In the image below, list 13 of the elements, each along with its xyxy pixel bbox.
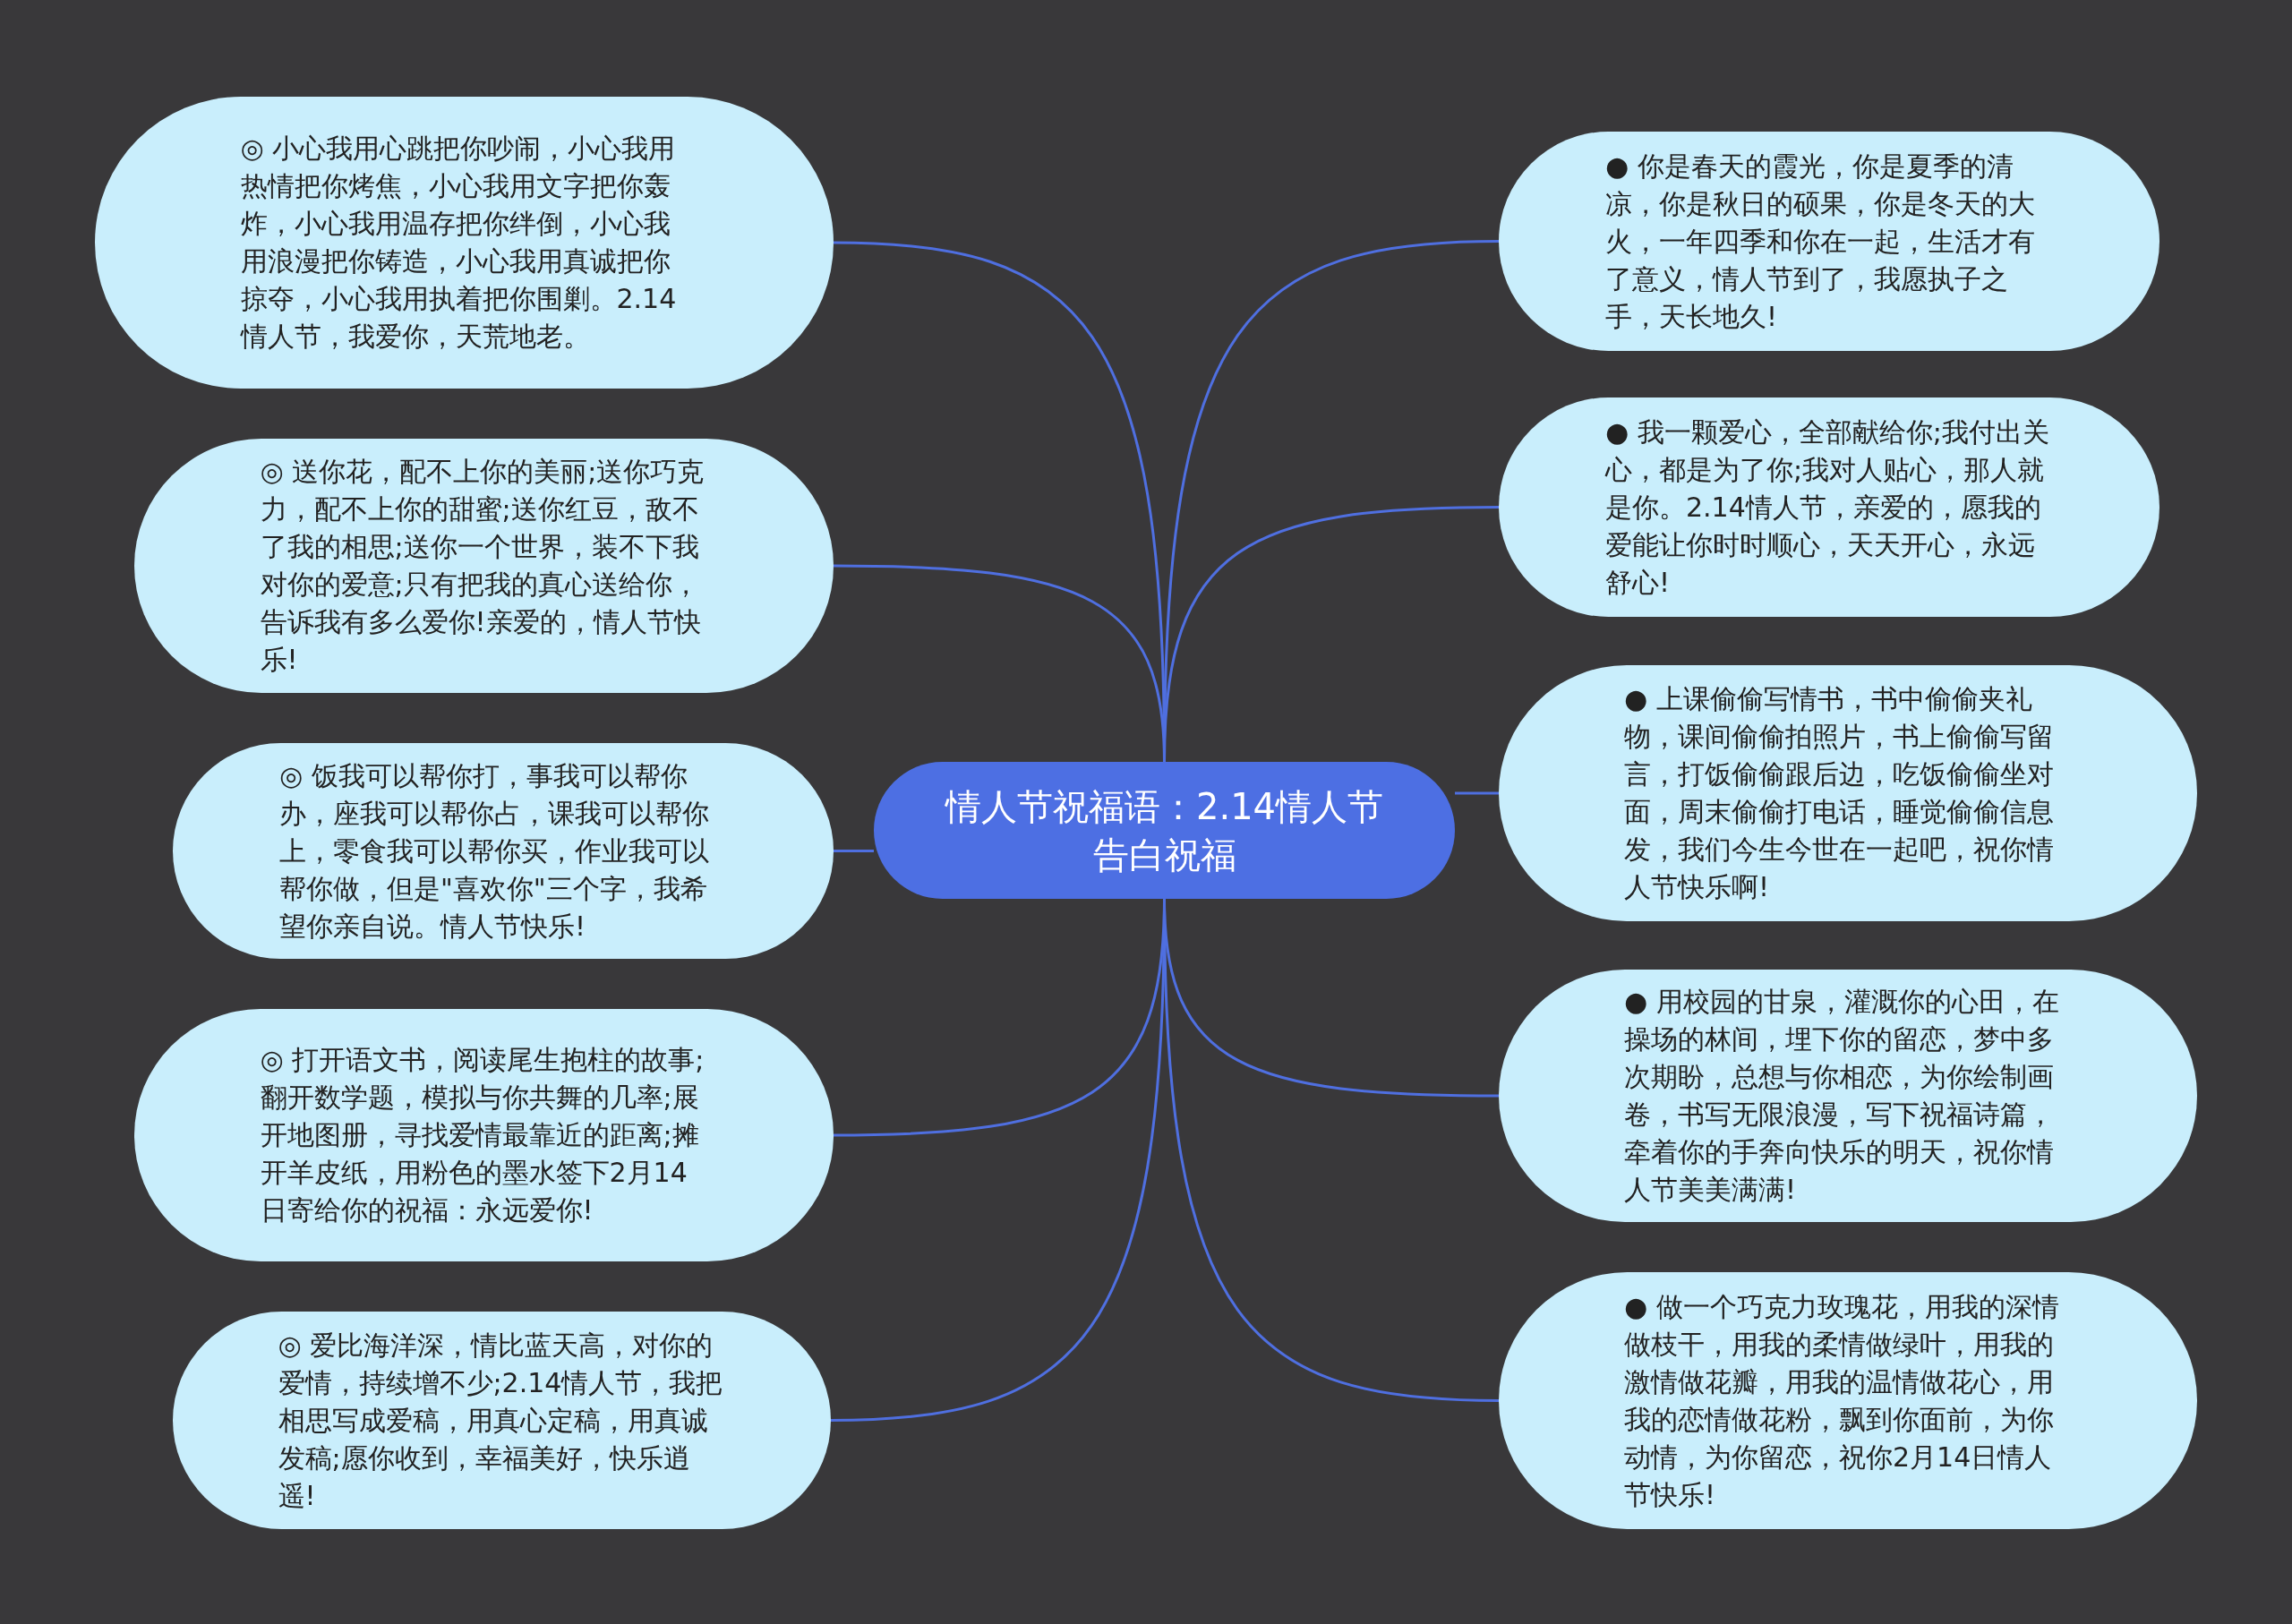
text-bubble: ● 用校园的甘泉，灌溉你的心田，在操场的林间，埋下你的留恋，梦中多次期盼，总想与你相恋，为你绘制画卷，书写无限浪漫，写下祝福诗篇，牵着你的手奔向快乐的明天，祝你情人节美美满满! (1499, 970, 2197, 1222)
text-bubble: ◎ 送你花，配不上你的美丽;送你巧克力，配不上你的甜蜜;送你红豆，敌不了我的相思;送你一个世界，装不下我对你的爱意;只有把我的真心送给你，告诉我有多么爱你!亲爱的，情人节快乐! (134, 439, 834, 693)
text-bubble: ◎ 打开语文书，阅读尾生抱柱的故事;翻开数学题，模拟与你共舞的几率;展开地图册，寻找爱情最靠近的距离;摊开羊皮纸，用粉色的墨水签下2月14日寄给你的祝福：永远爱你! (134, 1009, 834, 1261)
text-bubble: ◎ 小心我用心跳把你吵闹，小心我用热情把你烤焦，小心我用文字把你轰炸，小心我用温存把你绊倒，小心我用浪漫把你铸造，小心我用真诚把你掠夺，小心我用执着把你围剿。2.14情人节，我爱你，天荒地老。 (95, 97, 834, 389)
text-bubble: ● 你是春天的霞光，你是夏季的清凉，你是秋日的硕果，你是冬天的大火，一年四季和你在一起，生活才有了意义，情人节到了，我愿执子之手，天长地久! (1499, 132, 2159, 351)
text-bubble: ● 上课偷偷写情书，书中偷偷夹礼物，课间偷偷拍照片，书上偷偷写留言，打饭偷偷跟后边，吃饭偷偷坐对面，周末偷偷打电话，睡觉偷偷信息发，我们今生今世在一起吧，祝你情人节快乐啊! (1499, 665, 2197, 921)
text-bubble: ◎ 饭我可以帮你打，事我可以帮你办，座我可以帮你占，课我可以帮你上，零食我可以帮你买，作业我可以帮你做，但是"喜欢你"三个字，我希望你亲自说。情人节快乐! (173, 743, 834, 959)
text-bubble: ● 做一个巧克力玫瑰花，用我的深情做枝干，用我的柔情做绿叶，用我的激情做花瓣，用我的温情做花心，用我的恋情做花粉，飘到你面前，为你动情，为你留恋，祝你2月14日情人节快乐! (1499, 1272, 2197, 1529)
connector-line (1455, 791, 1499, 795)
topic-box: 情人节祝福语：2.14情人节告白祝福 (874, 762, 1455, 899)
text-bubble: ● 我一颗爱心，全部献给你;我付出关心，都是为了你;我对人贴心，那人就是你。2.14情人节，亲爱的，愿我的爱能让你时时顺心，天天开心，永远舒心! (1499, 397, 2159, 617)
connector-line (834, 850, 874, 852)
text-bubble: ◎ 爱比海洋深，情比蓝天高，对你的爱情，持续增不少;2.14情人节，我把相思写成爱稿，用真心定稿，用真诚发稿;愿你收到，幸福美好，快乐逍遥! (173, 1312, 831, 1529)
